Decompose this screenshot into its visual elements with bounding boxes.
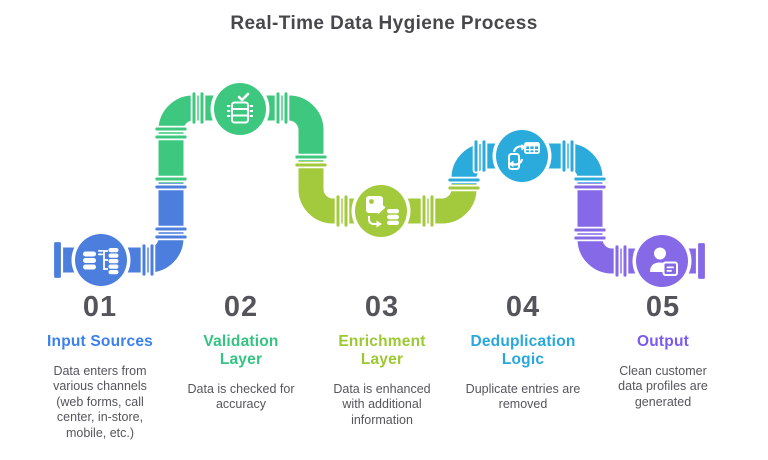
step-description: Duplicate entries are removed bbox=[465, 381, 581, 412]
pipe-endcap-right bbox=[695, 240, 708, 282]
node-enrichment-layer bbox=[351, 181, 411, 241]
profile-card-icon bbox=[650, 247, 678, 276]
step-number: 04 bbox=[505, 291, 541, 323]
step-validation-layer: 02 Validation Layer Data is checked for … bbox=[164, 291, 318, 413]
document-enrich-icon bbox=[366, 196, 399, 228]
pipe-flange bbox=[190, 90, 290, 126]
step-description: Data is enhanced with additional informa… bbox=[333, 381, 431, 427]
node-input-sources bbox=[71, 230, 131, 290]
step-deduplication-logic: 04 Deduplication Logic Duplicate entries… bbox=[446, 291, 600, 413]
device-sync-icon bbox=[508, 142, 540, 170]
step-number: 05 bbox=[645, 291, 681, 323]
step-number: 02 bbox=[223, 291, 259, 323]
step-output: 05 Output Clean customer data profiles a… bbox=[586, 291, 740, 410]
database-sources-icon bbox=[83, 248, 119, 275]
pipe-flange bbox=[613, 243, 629, 279]
node-validation-layer bbox=[210, 79, 270, 139]
server-check-icon bbox=[227, 92, 253, 124]
step-description: Data is checked for accuracy bbox=[187, 381, 295, 412]
pipe-flange bbox=[472, 138, 576, 174]
step-input-sources: 01 Input Sources Data enters from variou… bbox=[23, 291, 177, 441]
page-title: Real-Time Data Hygiene Process bbox=[230, 13, 538, 34]
node-output bbox=[632, 231, 692, 291]
step-heading: Input Sources bbox=[47, 332, 153, 350]
step-enrichment-layer: 03 Enrichment Layer Data is enhanced wit… bbox=[305, 291, 459, 428]
step-heading: Enrichment Layer bbox=[338, 332, 426, 368]
step-heading: Output bbox=[637, 332, 689, 350]
pipe-flange bbox=[334, 193, 436, 229]
pipe-flange bbox=[153, 125, 608, 242]
step-description: Data enters from various channels (web f… bbox=[53, 363, 147, 440]
step-number: 01 bbox=[82, 291, 118, 323]
pipe-flange bbox=[140, 242, 156, 278]
step-heading: Deduplication Logic bbox=[470, 332, 576, 368]
step-description: Clean customer data profiles are generat… bbox=[618, 363, 708, 409]
step-heading: Validation Layer bbox=[203, 332, 279, 368]
node-deduplication-logic bbox=[492, 126, 552, 186]
pipe-endcap-left bbox=[51, 239, 64, 281]
step-number: 03 bbox=[364, 291, 400, 323]
